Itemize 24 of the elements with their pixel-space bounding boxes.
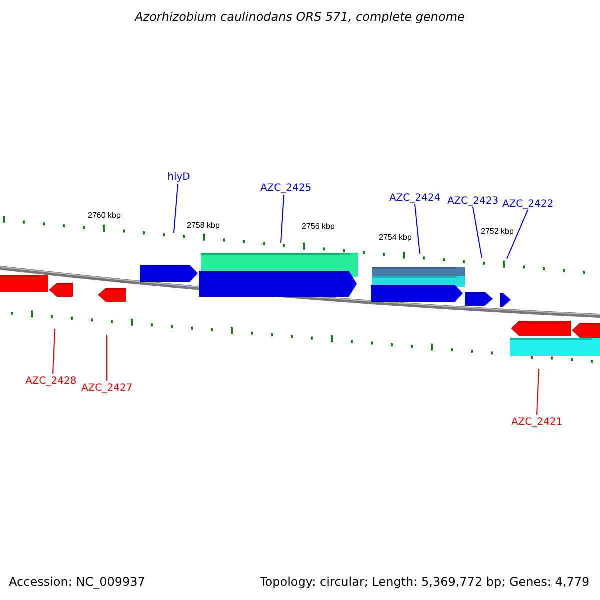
gene-label: hlyD xyxy=(168,172,190,183)
gene-label: AZC_2427 xyxy=(81,383,133,394)
gene-label: AZC_2422 xyxy=(502,199,554,210)
gene-label: AZC_2428 xyxy=(25,376,77,387)
accession-text: Accession: NC_009937 xyxy=(9,575,146,589)
gene-label: AZC_2421 xyxy=(511,417,563,428)
leader-line xyxy=(472,206,482,258)
leader-line xyxy=(506,210,528,260)
genome-summary-text: Topology: circular; Length: 5,369,772 bp; Genes: 4,779 xyxy=(260,575,590,589)
leader-line xyxy=(52,328,56,374)
gene-label: AZC_2424 xyxy=(389,193,441,204)
title: Azorhizobium caulinodans ORS 571, complete genome xyxy=(134,10,466,24)
coordinate-label: 2760 kbp xyxy=(88,211,121,220)
leader-line xyxy=(536,368,540,416)
leader-line xyxy=(106,334,108,382)
leader-line xyxy=(174,184,178,234)
coordinate-label: 2758 kbp xyxy=(187,221,220,230)
leader-line xyxy=(280,194,284,244)
coordinate-label: 2752 kbp xyxy=(481,227,514,236)
coordinate-label: 2754 kbp xyxy=(379,233,412,242)
leader-line xyxy=(414,204,420,254)
coordinate-label: 2756 kbp xyxy=(302,222,335,231)
gene-label: AZC_2425 xyxy=(260,183,312,194)
gene-label: AZC_2423 xyxy=(447,196,499,207)
